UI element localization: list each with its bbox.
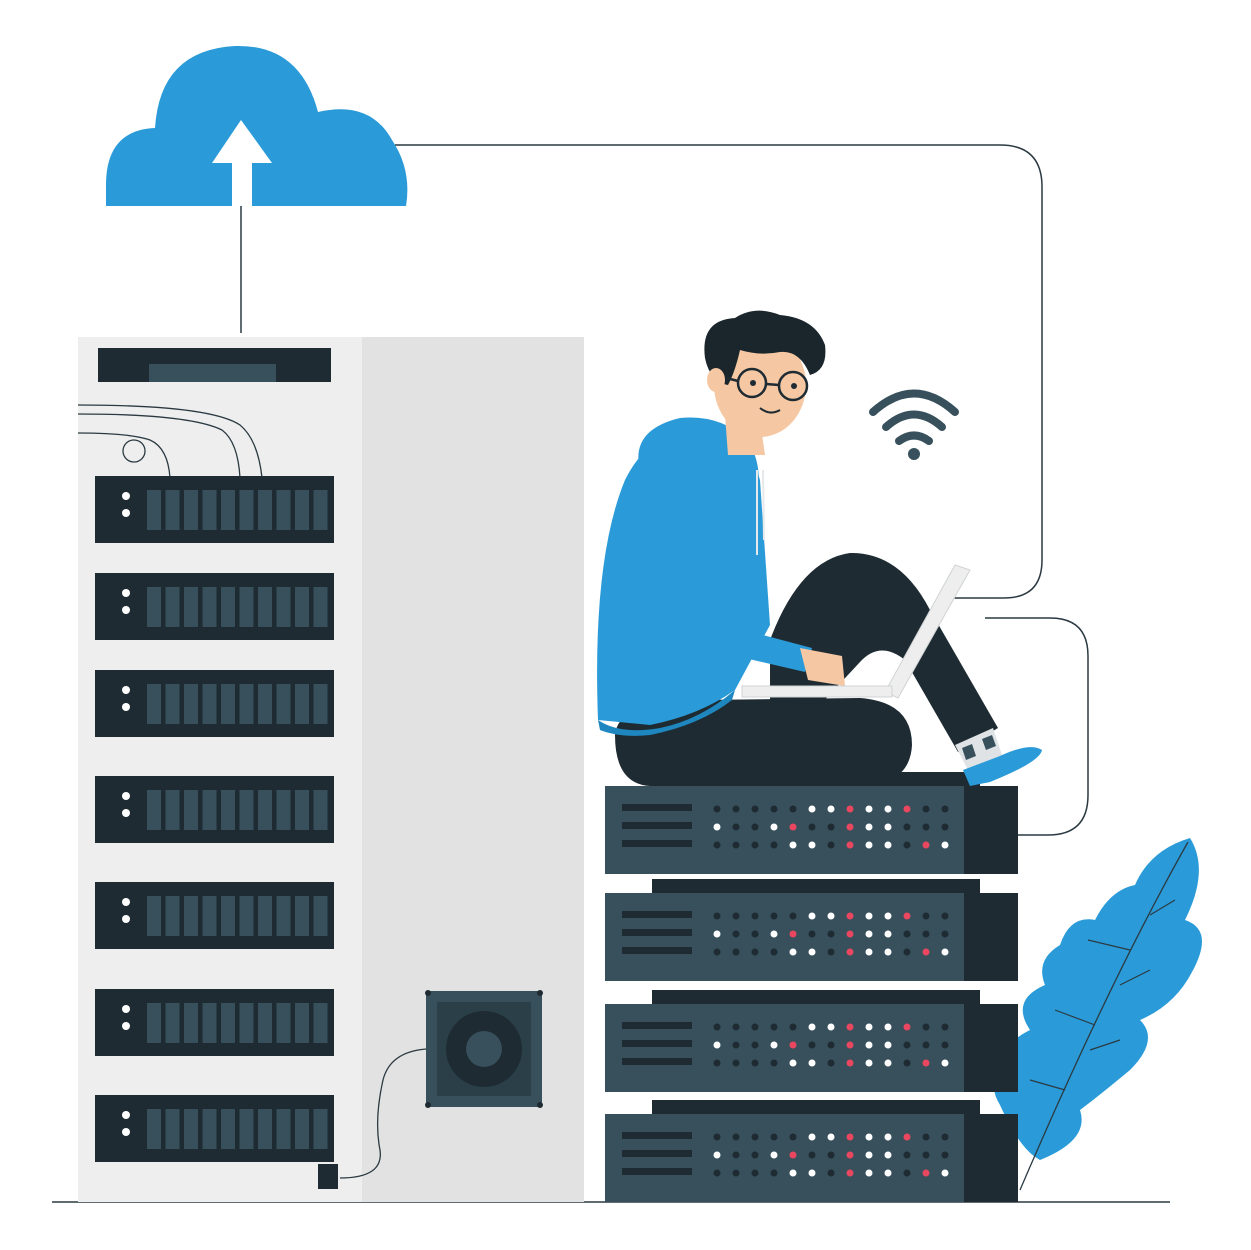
person-leg — [770, 552, 998, 752]
wifi-icon — [869, 389, 959, 445]
wifi-dot — [908, 448, 920, 460]
person-shoe — [963, 747, 1042, 786]
power-plug — [318, 1164, 338, 1189]
rack-server-unit — [95, 476, 334, 543]
laptop-screen — [884, 564, 971, 699]
laptop-base — [741, 685, 893, 698]
rack-server-units — [95, 476, 334, 1162]
glasses-left — [736, 367, 768, 399]
cloud-upload-icon — [106, 45, 408, 206]
rack-server-unit — [95, 882, 334, 949]
rack-server-unit — [95, 670, 334, 737]
person — [597, 310, 1042, 786]
server-stack — [605, 772, 1018, 1202]
person-hair — [704, 310, 826, 385]
stack-server-unit — [605, 879, 1018, 981]
person-arm — [660, 590, 812, 672]
rack-server-unit — [95, 1095, 334, 1162]
rack-server-unit — [95, 989, 334, 1056]
network-cable-lower — [985, 617, 1089, 836]
stack-server-unit — [605, 1100, 1018, 1202]
stack-server-unit — [605, 990, 1018, 1092]
stack-server-unit — [605, 772, 1018, 874]
network-cable — [395, 144, 1043, 599]
fan-icon — [425, 990, 543, 1108]
glasses-right — [777, 370, 809, 402]
rack-server-unit — [95, 573, 334, 640]
leaf-icon — [994, 838, 1202, 1191]
rack-server-unit — [95, 776, 334, 843]
fan-cable — [339, 1048, 427, 1179]
rack-cables — [77, 404, 263, 479]
